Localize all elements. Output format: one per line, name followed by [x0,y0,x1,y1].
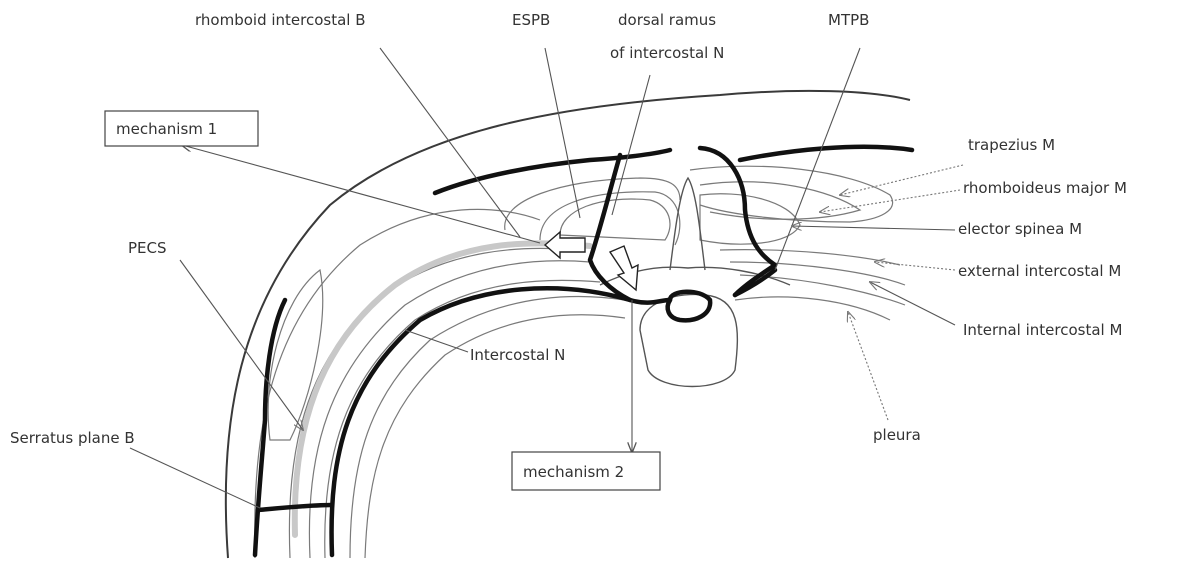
lateral-cutaneous-nerve [255,300,285,555]
label-rhomboideus-major: rhomboideus major M [963,179,1127,197]
label-dorsal-ramus-2: of intercostal N [610,44,724,62]
leader-external-intercostal [875,262,955,270]
label-dorsal-ramus-1: dorsal ramus [618,11,716,29]
spinous-process [670,178,705,270]
rhomboid-nerve-left [435,150,670,193]
label-pleura: pleura [873,426,921,444]
leader-elector-spinea [792,226,955,230]
label-mtpb: MTPB [828,11,869,29]
leader-internal-intercostal [870,282,955,325]
leader-serratus [130,448,260,508]
vertebral-body [640,294,737,386]
label-espb: ESPB [512,11,550,29]
label-serratus-plane-b: Serratus plane B [10,429,135,447]
leader-espb [545,48,580,218]
label-elector-spinea: elector spinea M [958,220,1082,238]
label-internal-intercostal: Internal intercostal M [963,321,1122,339]
mechanism2-arrow [610,246,638,290]
leader-dorsal-ramus [612,75,650,215]
leader-rhomboid-intercostal [380,48,520,237]
leader-intercostal-n [405,330,468,352]
rhomboid-muscle-right [700,182,860,219]
right-pleura [735,297,890,320]
trapezius-nerve-right [740,147,912,160]
label-rhomboid-intercostal-b: rhomboid intercostal B [195,11,366,29]
label-mechanism-1: mechanism 1 [116,120,217,138]
spinal-root-ring [668,292,710,321]
leader-mtpb [775,48,860,270]
label-intercostal-n: Intercostal N [470,346,565,364]
label-pecs: PECS [128,239,167,257]
intercostal-nerve-main [332,288,670,555]
label-external-intercostal: external intercostal M [958,262,1121,280]
leader-pecs [180,260,303,430]
label-trapezius: trapezius M [968,136,1055,154]
pectoral-muscle-outline [268,270,323,440]
leader-mechanism1 [182,145,540,243]
label-mechanism-2: mechanism 2 [523,463,624,481]
dorsal-ramus-lateral [700,148,775,295]
leader-trapezius [840,165,963,195]
leader-pleura [848,312,888,420]
